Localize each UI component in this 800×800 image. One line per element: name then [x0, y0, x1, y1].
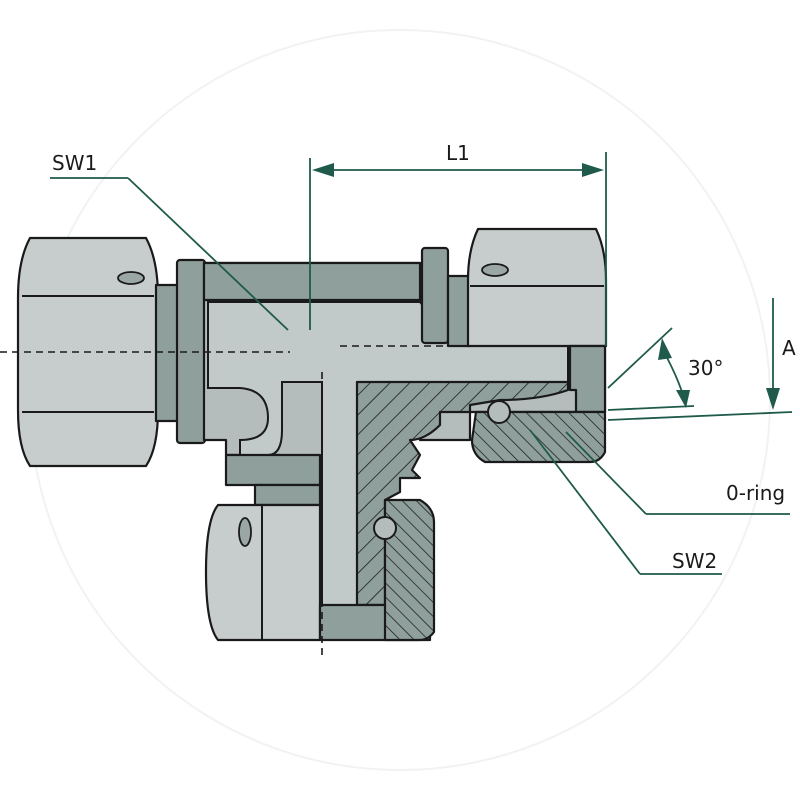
angle-label: 30°: [688, 356, 723, 380]
body-shadow-top: [202, 261, 422, 302]
bottom-oring: [373, 516, 397, 540]
left-nut-hole: [117, 271, 145, 285]
sw2-label: SW2: [672, 549, 717, 573]
right-spacer: [446, 274, 472, 348]
right-nut-hole: [481, 263, 509, 277]
l1-arrow-left: [312, 163, 334, 177]
right-nut: [466, 227, 608, 348]
cone-insert: [568, 344, 607, 414]
angle-leg-lower: [607, 405, 695, 411]
oring-leader: [565, 431, 647, 515]
sw1-leader: [127, 177, 289, 331]
oring-label: 0-ring: [726, 481, 785, 505]
sw2-leader: [529, 429, 641, 575]
right-washer: [420, 246, 450, 345]
bottom-nut-hole: [238, 517, 252, 547]
angle-leg-upper: [607, 327, 673, 389]
a-label: A: [782, 336, 796, 360]
a-reference-line: [607, 411, 793, 421]
angle-arrow-bottom: [676, 390, 690, 408]
sw1-label: SW1: [52, 151, 97, 175]
l1-label: L1: [446, 141, 470, 165]
right-oring: [487, 400, 511, 424]
bottom-nut-section: [383, 498, 436, 642]
l1-arrow-right: [582, 163, 604, 177]
angle-arrow-top: [658, 338, 672, 360]
a-arrow: [766, 388, 780, 410]
section-hatch: [355, 380, 570, 607]
bottom-nut: [204, 453, 432, 642]
right-nut-section: [470, 410, 607, 464]
